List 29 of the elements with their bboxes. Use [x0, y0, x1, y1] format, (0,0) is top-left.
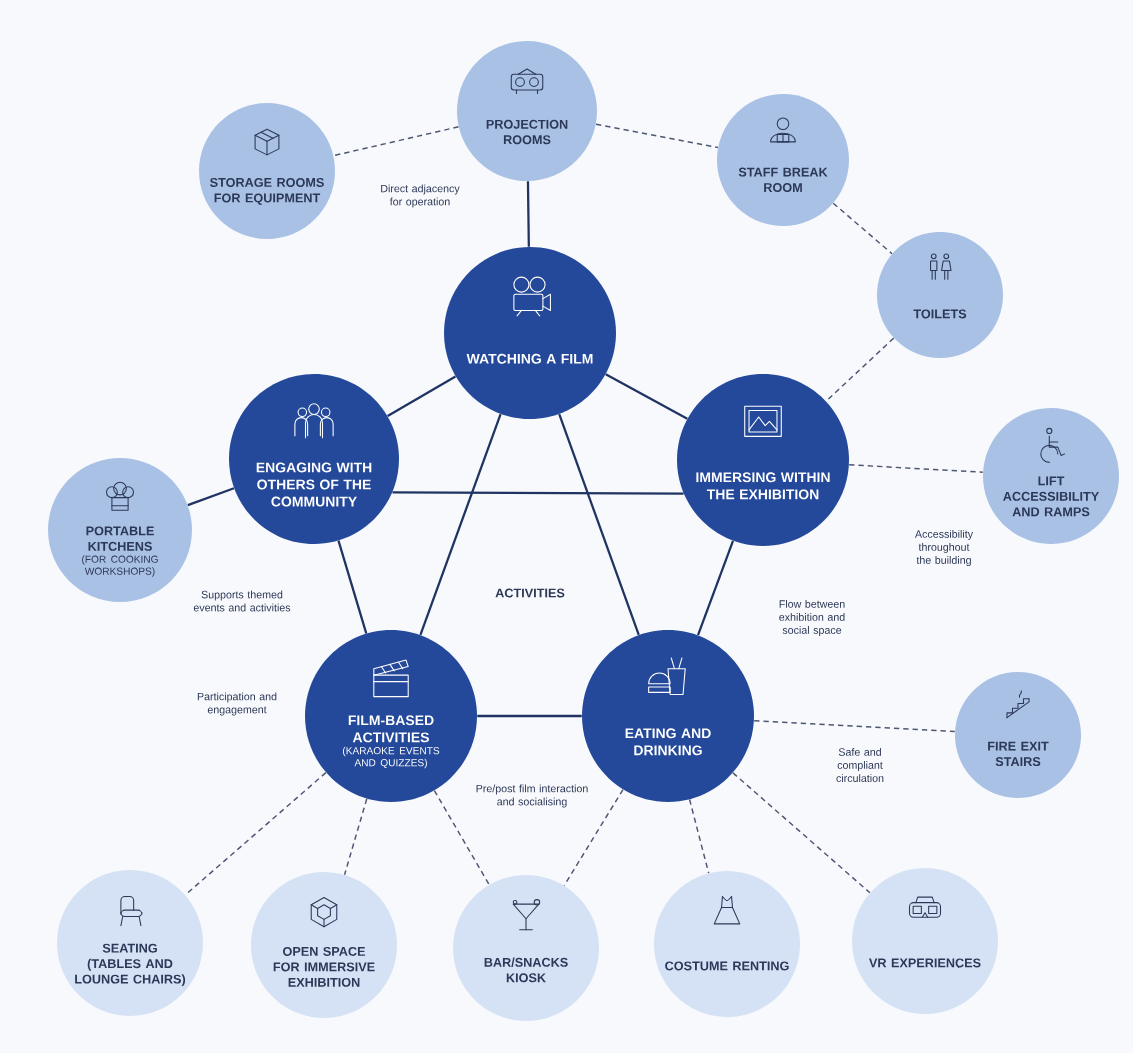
- connector-line: [696, 540, 735, 636]
- dashed-connector: [753, 719, 956, 733]
- annotation-text: Safe and compliant circulation: [836, 748, 884, 782]
- connector-line: [558, 413, 640, 636]
- connector-line: [392, 491, 684, 495]
- dashed-connector: [732, 772, 871, 894]
- connector-line: [337, 540, 368, 634]
- dashed-connector: [832, 202, 893, 255]
- dashed-connector: [595, 123, 719, 149]
- dashed-connector: [343, 798, 368, 876]
- annotation-text: Flow between exhibition and social space: [779, 599, 845, 637]
- connector-line: [605, 373, 688, 420]
- dashed-connector: [848, 464, 984, 473]
- annotation-text: Pre/post film interaction and socialising: [476, 784, 588, 808]
- connector-line: [526, 181, 530, 247]
- annotation-text: Accessibility throughout the building: [915, 529, 973, 567]
- annotation-text: Participation and engagement: [197, 692, 277, 716]
- dashed-connector: [825, 337, 895, 402]
- dashed-connector: [433, 789, 490, 886]
- connector-line: [477, 714, 582, 718]
- connector-line: [187, 487, 235, 507]
- dashed-connector: [563, 788, 624, 887]
- connector-line: [387, 375, 457, 417]
- dashed-connector: [688, 798, 710, 874]
- annotation-text: Supports themed events and activities: [193, 590, 291, 612]
- dashed-connector: [332, 126, 460, 157]
- connector-line: [419, 413, 502, 636]
- annotation-text: Direct adjacency for operation: [381, 184, 460, 208]
- section-heading: ACTIVITIES: [495, 588, 565, 598]
